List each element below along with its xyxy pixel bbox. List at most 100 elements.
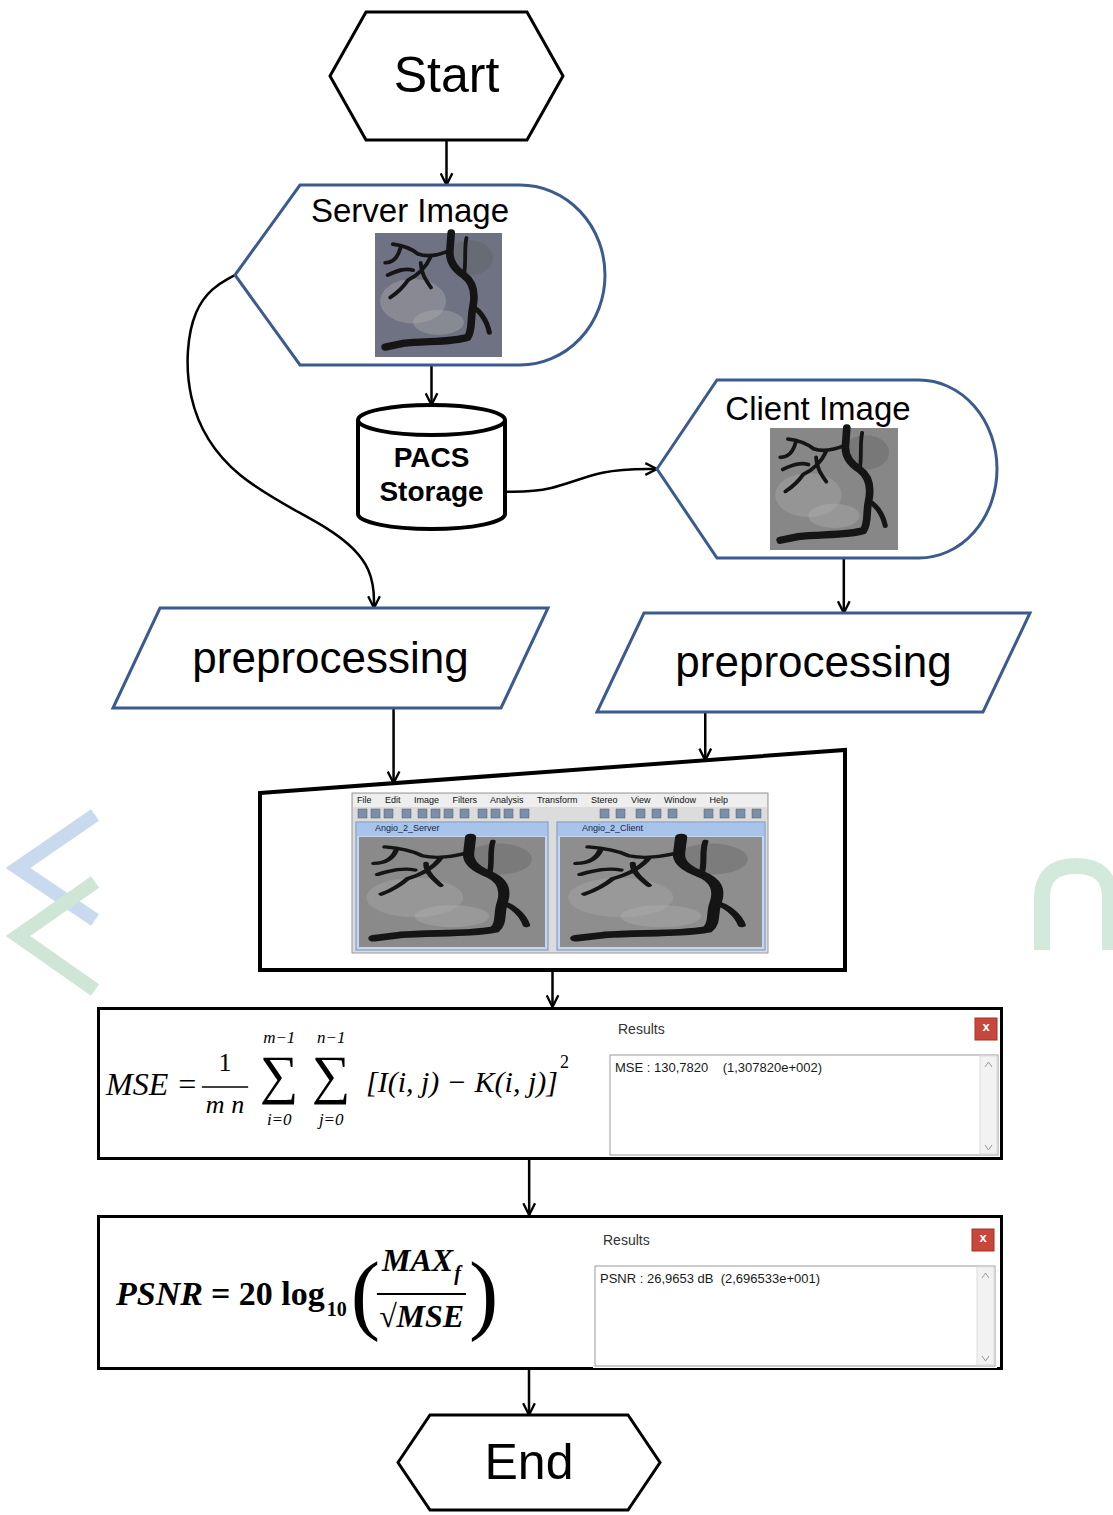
vessel-tree bbox=[775, 428, 889, 540]
close-button-bg bbox=[975, 1018, 997, 1040]
flow-arrow bbox=[430, 365, 433, 405]
shape-outline bbox=[593, 1226, 997, 1368]
toolbar-icon bbox=[418, 809, 427, 818]
sum-limit: n−1 bbox=[317, 1028, 345, 1048]
formula-term: [I(i, j) − K(i, j)] bbox=[366, 1065, 558, 1100]
formula-term: = 20 log bbox=[211, 1274, 325, 1313]
watermark-arch bbox=[1042, 866, 1110, 950]
text-area bbox=[595, 1266, 995, 1366]
result-value: PSNR : 26,9653 dB (2,696533e+001) bbox=[600, 1272, 820, 1287]
close-button: x bbox=[976, 1020, 996, 1035]
client-image-display: Client Image bbox=[657, 380, 997, 558]
angiogram-image bbox=[375, 233, 502, 357]
menu-bar-items: File Edit Image Filters Analysis Transfo… bbox=[357, 795, 728, 805]
flow-arrow bbox=[505, 469, 657, 492]
result-value: MSE : 130,7820 (1,307820e+002) bbox=[615, 1061, 822, 1076]
toolbar-icon bbox=[704, 809, 713, 818]
flow-arrow bbox=[528, 1370, 531, 1415]
toolbar-icon bbox=[652, 809, 661, 818]
toolbar-icon bbox=[431, 809, 440, 818]
terminal-label: End bbox=[485, 1434, 574, 1492]
close-button: x bbox=[973, 1231, 993, 1246]
sub-window bbox=[557, 822, 765, 950]
start-terminal: Start bbox=[330, 12, 563, 140]
sum-limit: m−1 bbox=[263, 1028, 295, 1048]
toolbar-icon bbox=[720, 809, 729, 818]
manual-input-screenshot: File Edit Image Filters Analysis Transfo… bbox=[260, 750, 845, 970]
window-title: Angio_2_Server bbox=[375, 823, 440, 833]
shape-border bbox=[358, 405, 505, 529]
text-area bbox=[610, 1055, 998, 1155]
toolbar-icon bbox=[444, 809, 453, 818]
app-window bbox=[352, 793, 768, 953]
shape-outline bbox=[608, 1015, 1000, 1157]
shape-border bbox=[113, 608, 548, 708]
formula-term: 1 bbox=[219, 1048, 232, 1078]
psnr-formula-box: PSNR= 20 log10(MAXf√MSE)ResultsxPSNR : 2… bbox=[97, 1215, 1003, 1370]
preprocessing-step: preprocessing bbox=[113, 608, 548, 708]
toolbar-icon bbox=[491, 809, 500, 818]
toolbar-icon bbox=[384, 809, 393, 818]
vessel-tree bbox=[568, 837, 748, 938]
toolbar-icons bbox=[358, 809, 761, 818]
results-window: ResultsxPSNR : 26,9653 dB (2,696533e+001… bbox=[593, 1226, 997, 1368]
scroll-arrow bbox=[982, 1356, 989, 1361]
toolbar-icon bbox=[600, 809, 609, 818]
close-button-bg bbox=[972, 1229, 994, 1251]
watermark-chevron bbox=[18, 882, 95, 990]
scrollbar bbox=[977, 1267, 994, 1365]
shape-border bbox=[260, 750, 845, 970]
exponent: 2 bbox=[560, 1052, 569, 1073]
scroll-arrow bbox=[982, 1273, 989, 1278]
preprocessing-step: preprocessing bbox=[597, 613, 1030, 712]
image-ground bbox=[375, 233, 502, 357]
window-title: Angio_2_Client bbox=[582, 823, 643, 833]
window-title: Results bbox=[618, 1021, 665, 1037]
pacs-storage-cylinder: PACS Storage bbox=[358, 405, 505, 529]
display-title: Server Image bbox=[311, 192, 509, 230]
toolbar-icon bbox=[358, 809, 367, 818]
toolbar-icon bbox=[371, 809, 380, 818]
vessel-tree bbox=[380, 233, 493, 347]
watermark bbox=[18, 815, 1110, 990]
flow-arrow bbox=[445, 140, 448, 185]
toolbar-icon bbox=[668, 809, 677, 818]
angiogram-image bbox=[770, 428, 898, 550]
formula-term: PSNR bbox=[116, 1274, 203, 1313]
image-ground bbox=[770, 428, 898, 550]
formula-term: MSE = bbox=[106, 1066, 198, 1103]
bracket: ( bbox=[351, 1250, 380, 1338]
toolbar-icon bbox=[504, 809, 513, 818]
flow-arrow bbox=[843, 558, 846, 613]
bracket: ) bbox=[469, 1250, 498, 1338]
step-label: preprocessing bbox=[675, 637, 951, 688]
title-bar bbox=[357, 823, 547, 836]
shape-outline bbox=[260, 750, 845, 970]
flow-arrow bbox=[704, 712, 707, 760]
fraction-bar bbox=[377, 1293, 466, 1295]
mse-formula-box: MSE =1m nm−1∑i=0n−1∑j=0[I(i, j) − K(i, j… bbox=[97, 1007, 1003, 1160]
flow-arrow bbox=[392, 708, 395, 783]
storage-label: PACS Storage bbox=[371, 441, 493, 508]
formula-term: MAX bbox=[382, 1242, 453, 1279]
toolbar-icon bbox=[478, 809, 487, 818]
title-bar bbox=[558, 823, 764, 836]
scrollbar bbox=[980, 1056, 997, 1154]
image-ground bbox=[560, 837, 762, 947]
sum-limit: i=0 bbox=[267, 1110, 292, 1130]
sub-window bbox=[356, 822, 548, 950]
shape-border bbox=[657, 380, 997, 558]
display-title: Client Image bbox=[725, 390, 910, 428]
toolbar-icon bbox=[752, 809, 761, 818]
vessel-tree bbox=[366, 837, 532, 938]
toolbar-icon bbox=[636, 809, 645, 818]
formula-term: √MSE bbox=[379, 1298, 464, 1335]
formula-term: m n bbox=[206, 1090, 244, 1120]
toolbar-icon bbox=[460, 809, 469, 818]
server-image-display: Server Image bbox=[235, 185, 605, 365]
flow-arrow bbox=[551, 970, 554, 1007]
scroll-arrow bbox=[985, 1062, 992, 1067]
sum-limit: j=0 bbox=[319, 1110, 344, 1130]
sum-sign: ∑ bbox=[260, 1048, 299, 1102]
end-terminal: End bbox=[398, 1415, 660, 1510]
